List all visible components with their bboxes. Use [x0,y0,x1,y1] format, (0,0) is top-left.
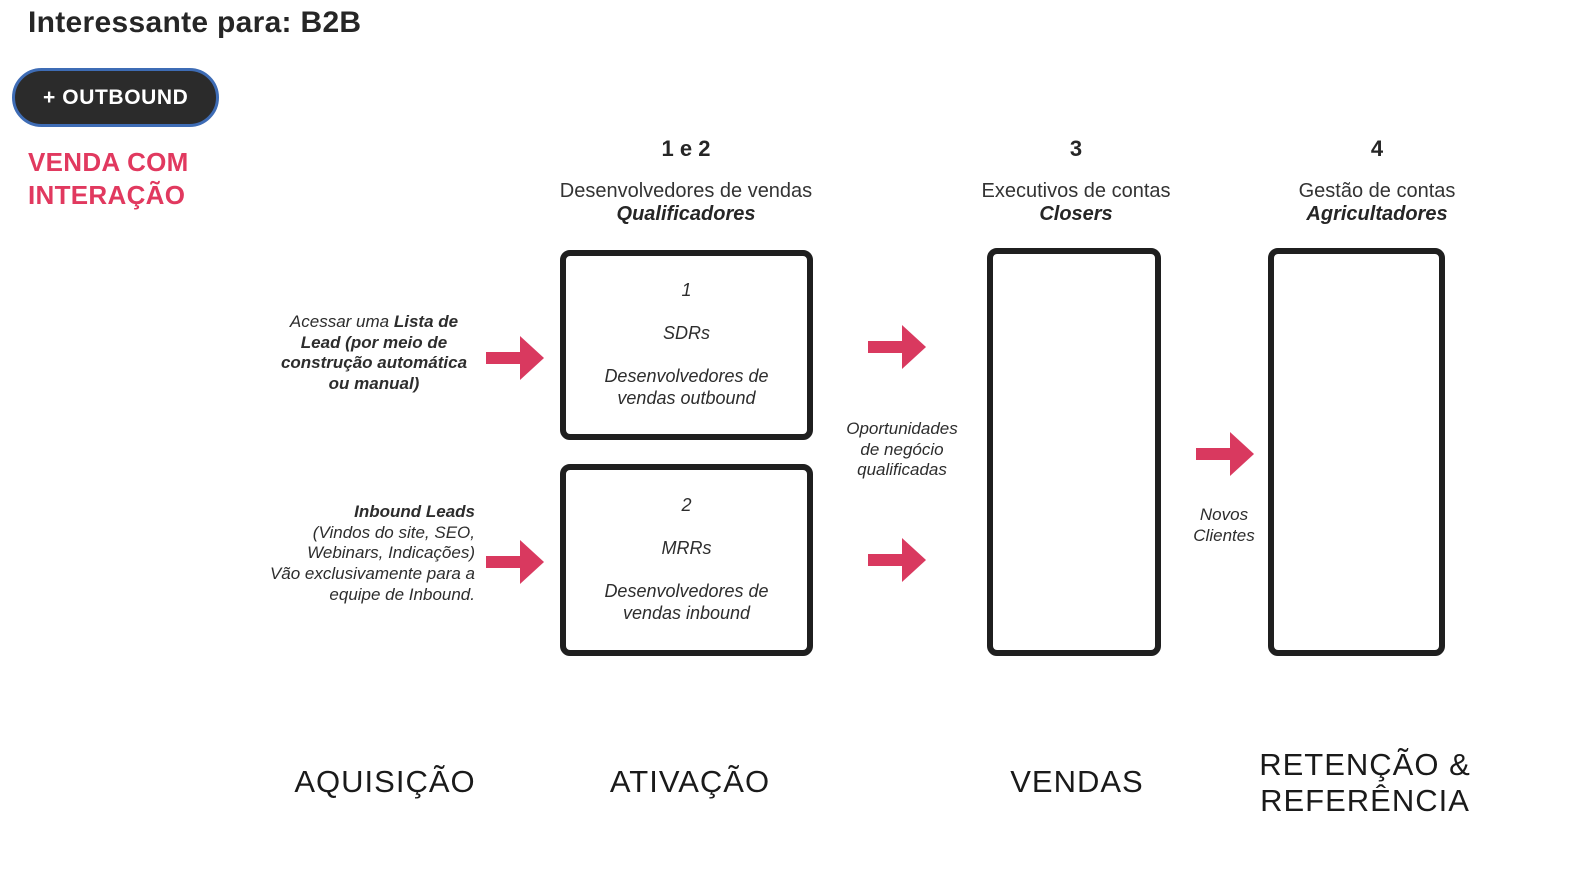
column-number: 3 [1069,136,1083,161]
outbound-button-label: + OUTBOUND [43,85,189,109]
column-role: Agricultadores [1306,203,1448,225]
note-inbound-leads: Inbound Leads (Vindos do site, SEO, Webi… [215,502,475,606]
box-description: Desenvolvedores de vendas inbound [604,581,769,623]
note-lead-list-bold: Lista de Lead (por meio de construção au… [280,312,468,394]
box-number: 1 [681,280,692,301]
column-number: 1 e 2 [661,136,711,161]
column-role: Qualificadores [616,203,756,225]
note-inbound-leads-bold: Inbound Leads [354,502,475,521]
box-description: Desenvolvedores de vendas outbound [604,366,769,408]
arrow-closers-to-agricultadores-icon [1196,431,1254,477]
outbound-button[interactable]: + OUTBOUND [12,68,220,127]
stage-vendas: VENDAS [1010,764,1144,799]
note-new-clients: Novos Clientes [1193,505,1255,545]
note-lead-list-prefix: Acessar uma [289,312,394,331]
box-acronym: MRRs [661,538,712,559]
stage-ativacao: ATIVAÇÃO [609,764,771,799]
box-mrrs: 2 MRRs Desenvolvedores de vendas inbound [560,464,813,656]
column-label: Executivos de contas [981,180,1171,202]
box-acronym: SDRs [662,323,710,344]
box-sdrs: 1 SDRs Desenvolvedores de vendas outboun… [560,250,813,440]
stage-aquisicao: AQUISIÇÃO [294,764,476,799]
column-header-closers: 3 Executivos de contas Closers [924,136,1228,226]
note-lead-list: Acessar uma Lista de Lead (por meio de c… [268,312,480,395]
note-qualified-opportunities: Oportunidades de negócio qualificadas [846,419,958,480]
column-header-agricultadores: 4 Gestão de contas Agricultadores [1225,136,1529,226]
box-number: 2 [681,495,692,516]
page-title: Interessante para: B2B [28,6,362,39]
column-label: Desenvolvedores de vendas [559,180,813,202]
subtitle-venda-com-interacao: VENDA COM INTERAÇÃO [28,147,189,210]
arrow-sdrs-to-closers-icon [868,324,926,370]
arrow-lead-list-to-sdrs-icon [486,335,544,381]
column-role: Closers [1039,203,1113,225]
column-header-qualificadores: 1 e 2 Desenvolvedores de vendas Qualific… [534,136,838,226]
arrow-inbound-to-mrrs-icon [486,539,544,585]
stage-retencao-referencia: RETENÇÃO & REFERÊNCIA [1259,747,1471,818]
box-agricultadores [1268,248,1445,656]
column-number: 4 [1370,136,1384,161]
note-inbound-leads-rest: (Vindos do site, SEO, Webinars, Indicaçõ… [269,522,475,604]
box-closers [987,248,1161,656]
arrow-mrrs-to-closers-icon [868,537,926,583]
column-label: Gestão de contas [1298,180,1456,202]
